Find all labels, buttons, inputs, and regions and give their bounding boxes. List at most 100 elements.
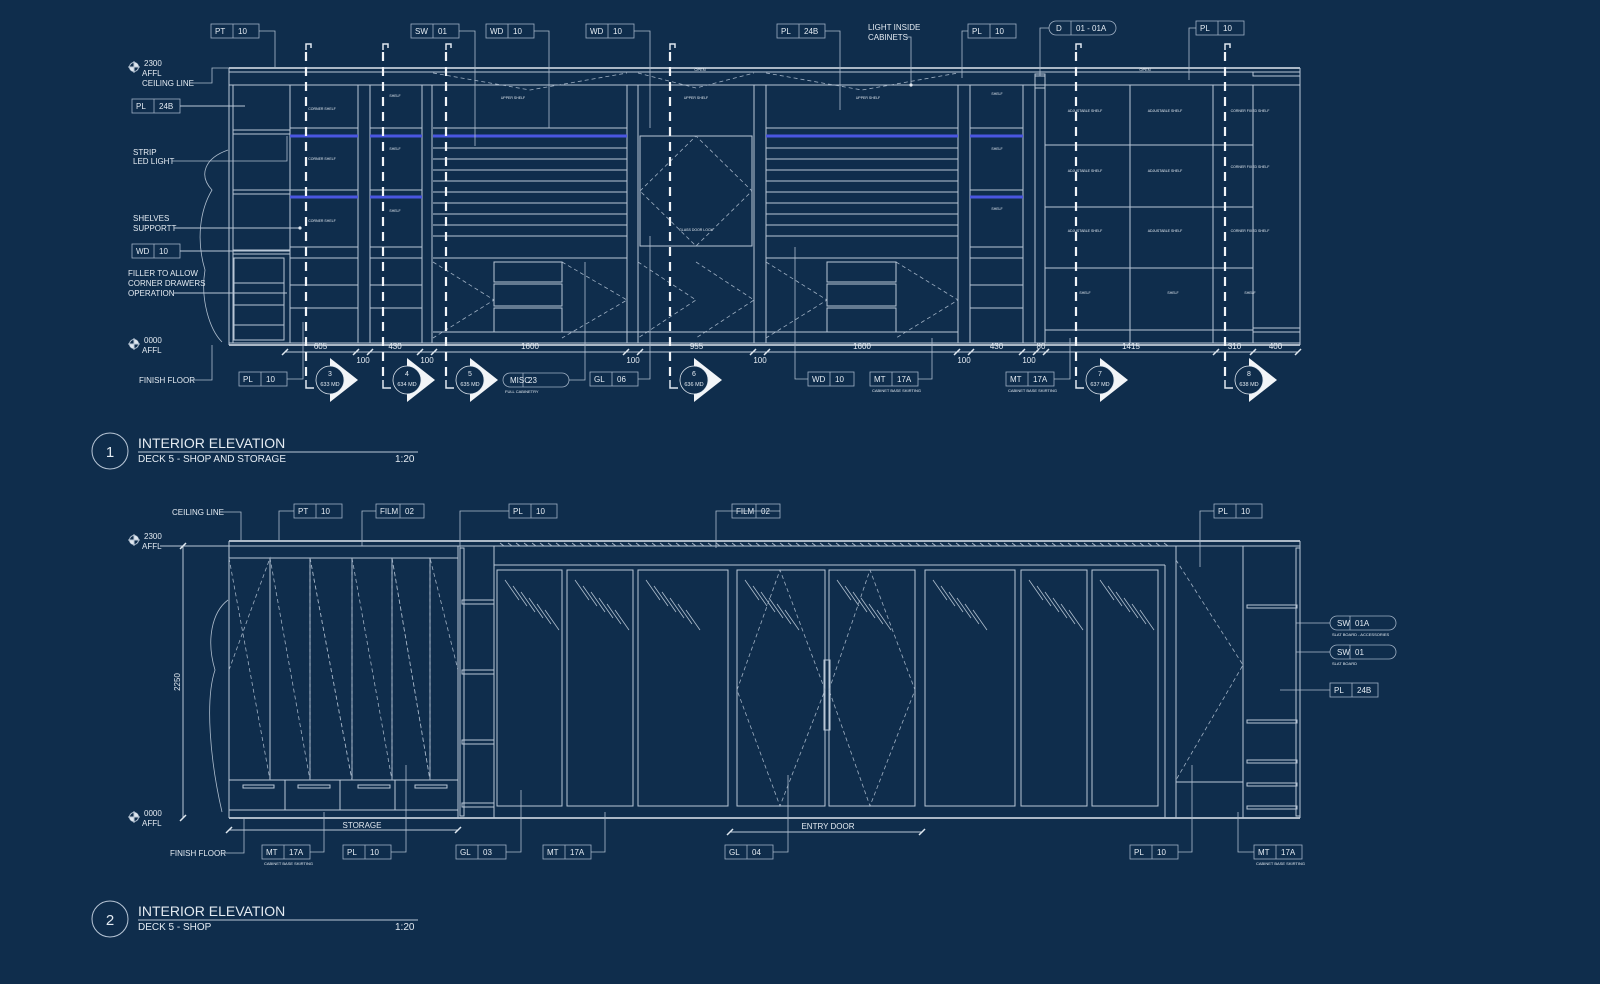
section-cut-line xyxy=(1223,43,1233,389)
tag-value: 17A xyxy=(289,848,304,857)
section-reference: 638 MD xyxy=(1239,382,1258,388)
tag-type: WD xyxy=(812,375,826,384)
dimension-label: 100 xyxy=(420,356,434,365)
cabinet-label: UPPER SHELF xyxy=(501,96,525,100)
tag-type: FILM xyxy=(736,507,755,516)
cabinet-label: CORNER FIXED SHELF xyxy=(1231,165,1270,169)
cabinet-label: ADJUSTABLE SHELF xyxy=(1148,109,1183,113)
section-number: 7 xyxy=(1098,371,1102,378)
tag-type: SW xyxy=(1337,619,1350,628)
tag-value: 10 xyxy=(1241,507,1250,516)
tag-value: 02 xyxy=(761,507,770,516)
tag-value: 10 xyxy=(1157,848,1166,857)
section-marker[interactable]: 3 633 MD xyxy=(315,358,358,402)
storage-label: STORAGE xyxy=(343,821,382,830)
entry-door-label: ENTRY DOOR xyxy=(801,822,854,831)
section-reference: 635 MD xyxy=(460,382,479,388)
dimension-label: 1600 xyxy=(521,342,539,351)
tag-value: 10 xyxy=(238,27,247,36)
tag-value: 10 xyxy=(536,507,545,516)
section-number: 3 xyxy=(328,371,332,378)
tag-type: WD xyxy=(590,27,604,36)
dimension-label: 955 xyxy=(690,342,704,351)
dimension-label: 310 xyxy=(1228,342,1242,351)
tag-type: PT xyxy=(298,507,308,516)
tag-caption: FULL CABINETRY xyxy=(505,389,539,394)
dimension-label: 1415 xyxy=(1122,342,1140,351)
label: STRIP xyxy=(133,148,157,157)
tag-value: 10 xyxy=(835,375,844,384)
section-number: 8 xyxy=(1247,371,1251,378)
tag-caption: CABINET BASE SKIRTING xyxy=(264,861,313,866)
cabinet-label: CORNER FIXED SHELF xyxy=(1231,109,1270,113)
drawing-subtitle: DECK 5 - SHOP xyxy=(138,922,212,933)
tag-value: 17A xyxy=(570,848,585,857)
label: 2300 xyxy=(144,59,162,68)
tag-value: 10 xyxy=(1223,24,1232,33)
cabinet-label: UPPER SHELF xyxy=(684,96,708,100)
label: FINISH FLOOR xyxy=(139,376,195,385)
tag-type: WD xyxy=(136,247,150,256)
dimension-label: 430 xyxy=(388,342,402,351)
tag-value: 23 xyxy=(528,376,537,385)
section-reference: 633 MD xyxy=(320,382,339,388)
tag-type: PL xyxy=(781,27,791,36)
cabinet-label: ADJUSTABLE SHELF xyxy=(1148,229,1183,233)
tag-type: SW xyxy=(1337,648,1350,657)
dimension-label: 80 xyxy=(1037,342,1046,351)
open-label: OPEN xyxy=(1139,67,1150,72)
tag-caption: SLAT BOARD xyxy=(1332,661,1357,666)
tag-value: 04 xyxy=(752,848,761,857)
cabinet-label: ADJUSTABLE SHELF xyxy=(1148,169,1183,173)
tag-type: MT xyxy=(266,848,278,857)
label: AFFL xyxy=(142,819,162,828)
tag-value: 10 xyxy=(995,27,1004,36)
label: 2300 xyxy=(144,532,162,541)
tag-type: GL xyxy=(460,848,471,857)
tag-type: WD xyxy=(490,27,504,36)
label: CEILING LINE xyxy=(142,79,194,88)
tag-value: 06 xyxy=(617,375,626,384)
section-marker[interactable]: 8 638 MD xyxy=(1234,358,1277,402)
cabinet-label: SHELF xyxy=(1167,291,1178,295)
tag-value: 01 - 01A xyxy=(1076,24,1107,33)
tag-value: 24B xyxy=(159,102,173,111)
cabinet-label: SHELF xyxy=(389,147,400,151)
tag-type: GL xyxy=(729,848,740,857)
tag-type: MISC xyxy=(510,376,530,385)
drawing-subtitle: DECK 5 - SHOP AND STORAGE xyxy=(138,454,286,465)
cabinet-label: SHELF xyxy=(991,207,1002,211)
tag-type: PL xyxy=(136,102,146,111)
cabinet-label: ADJUSTABLE SHELF xyxy=(1068,229,1103,233)
section-cut-line xyxy=(444,43,454,389)
open-label: OPEN xyxy=(694,67,705,72)
cabinet-label: SHELF xyxy=(389,94,400,98)
cabinet-label: ADJUSTABLE SHELF xyxy=(1068,109,1103,113)
level-datum-icon xyxy=(128,338,140,350)
label: LIGHT INSIDE xyxy=(868,23,920,32)
dimension-label: 430 xyxy=(990,342,1004,351)
section-reference: 636 MD xyxy=(684,382,703,388)
tag-type: PL xyxy=(513,507,523,516)
dimension-label: 1600 xyxy=(853,342,871,351)
label: CORNER DRAWERS xyxy=(128,279,205,288)
dimension-label: 100 xyxy=(356,356,370,365)
label: CEILING LINE xyxy=(172,508,224,517)
tag-type: MT xyxy=(874,375,886,384)
